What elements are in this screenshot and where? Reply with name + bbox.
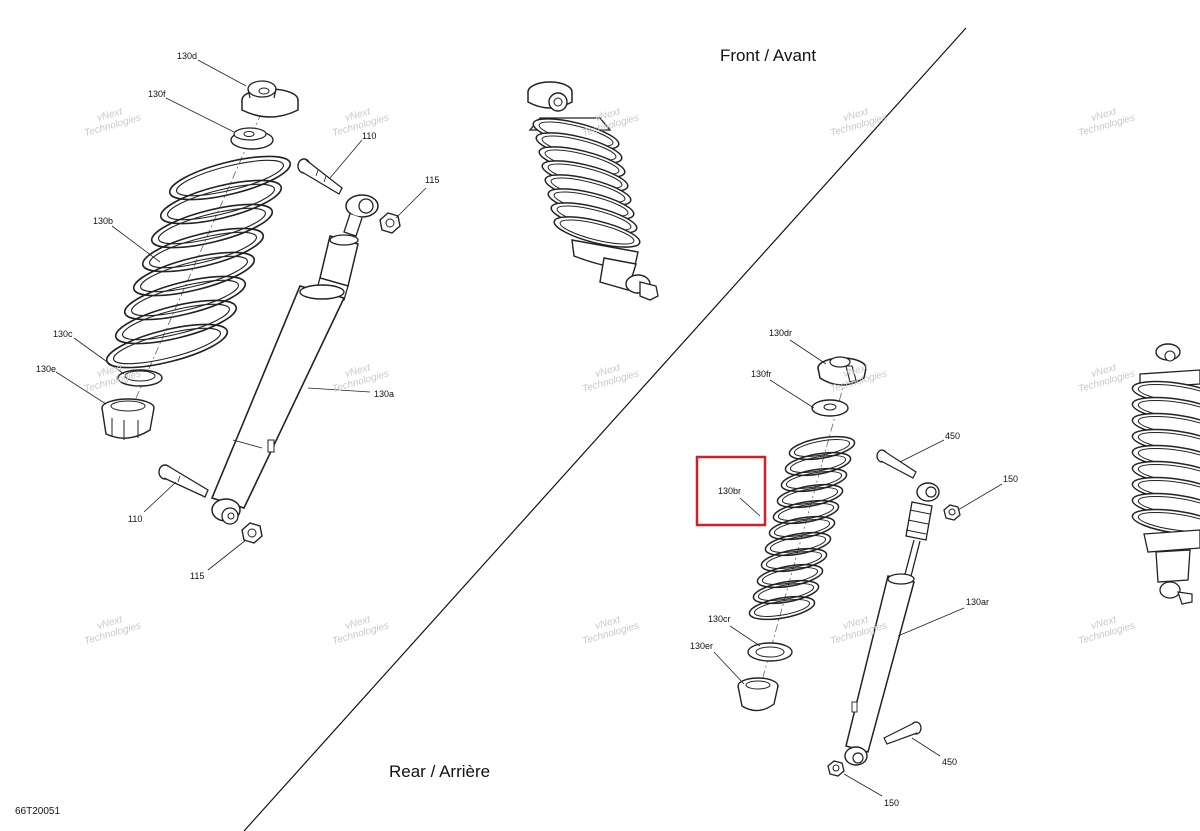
callout-130a: 130a: [374, 389, 395, 399]
callout-130f: 130f: [148, 89, 166, 99]
callout-130er: 130er: [690, 641, 714, 651]
part-130fr-washer: [811, 399, 849, 417]
part-450-bolt-bottom: [883, 721, 922, 745]
part-150-nut-top: [943, 504, 961, 521]
rear-exploded-view: [55, 59, 427, 571]
section-divider: [243, 27, 967, 831]
part-130e-retainer: [101, 398, 155, 440]
callout-130dr: 130dr: [769, 328, 793, 338]
callout-130e: 130e: [36, 364, 57, 374]
part-130f-washer: [230, 127, 274, 150]
front-assembled-shock-partial: [1130, 343, 1200, 605]
part-130ar-shock-body: [844, 501, 933, 766]
part-150-nut-bottom: [827, 760, 845, 777]
part-130dr-upper-cup: [817, 356, 867, 386]
part-110-bolt-top: [297, 158, 343, 195]
callout-450-top: 450: [945, 431, 961, 441]
callout-130b: 130b: [93, 216, 114, 226]
front-assembled-shock: [527, 81, 659, 301]
front-leader-lines: [713, 339, 1003, 797]
callout-115-bottom: 115: [190, 571, 205, 581]
callout-130c: 130c: [53, 329, 73, 339]
part-115-nut-bottom: [241, 522, 263, 544]
part-130ar-shock-top-eye: [916, 482, 940, 502]
callout-130ar: 130ar: [966, 597, 990, 607]
reference-code: 66T20051: [15, 806, 61, 817]
front-exploded-view: [695, 339, 1003, 797]
part-130cr-washer: [747, 642, 793, 662]
part-130er-retainer: [737, 677, 779, 712]
part-110-bolt-bottom: [158, 464, 209, 498]
front-section-title: Front / Avant: [720, 46, 817, 65]
part-130d-upper-cup: [241, 80, 299, 118]
callout-130d: 130d: [177, 51, 198, 61]
callout-450-bottom: 450: [942, 757, 958, 767]
callout-130cr: 130cr: [708, 614, 731, 624]
callout-150-bottom: 150: [884, 798, 900, 808]
rear-leader-lines: [55, 59, 427, 571]
highlight-box-130br: [695, 455, 767, 527]
part-130a-shock-top-eye: [343, 194, 379, 237]
callout-130fr: 130fr: [751, 369, 772, 379]
rear-section-title: Rear / Arrière: [389, 762, 491, 781]
part-115-nut-top: [379, 212, 401, 234]
callout-115-top: 115: [425, 175, 440, 185]
callout-110-bottom: 110: [128, 514, 143, 524]
part-450-bolt-top: [876, 449, 917, 479]
part-130a-shock-body: [210, 234, 359, 525]
callout-150-top: 150: [1003, 474, 1019, 484]
callout-110-top: 110: [362, 131, 377, 141]
part-130c-washer: [117, 369, 163, 387]
part-130b-spring: [102, 146, 295, 378]
callout-130br: 130br: [718, 486, 742, 496]
